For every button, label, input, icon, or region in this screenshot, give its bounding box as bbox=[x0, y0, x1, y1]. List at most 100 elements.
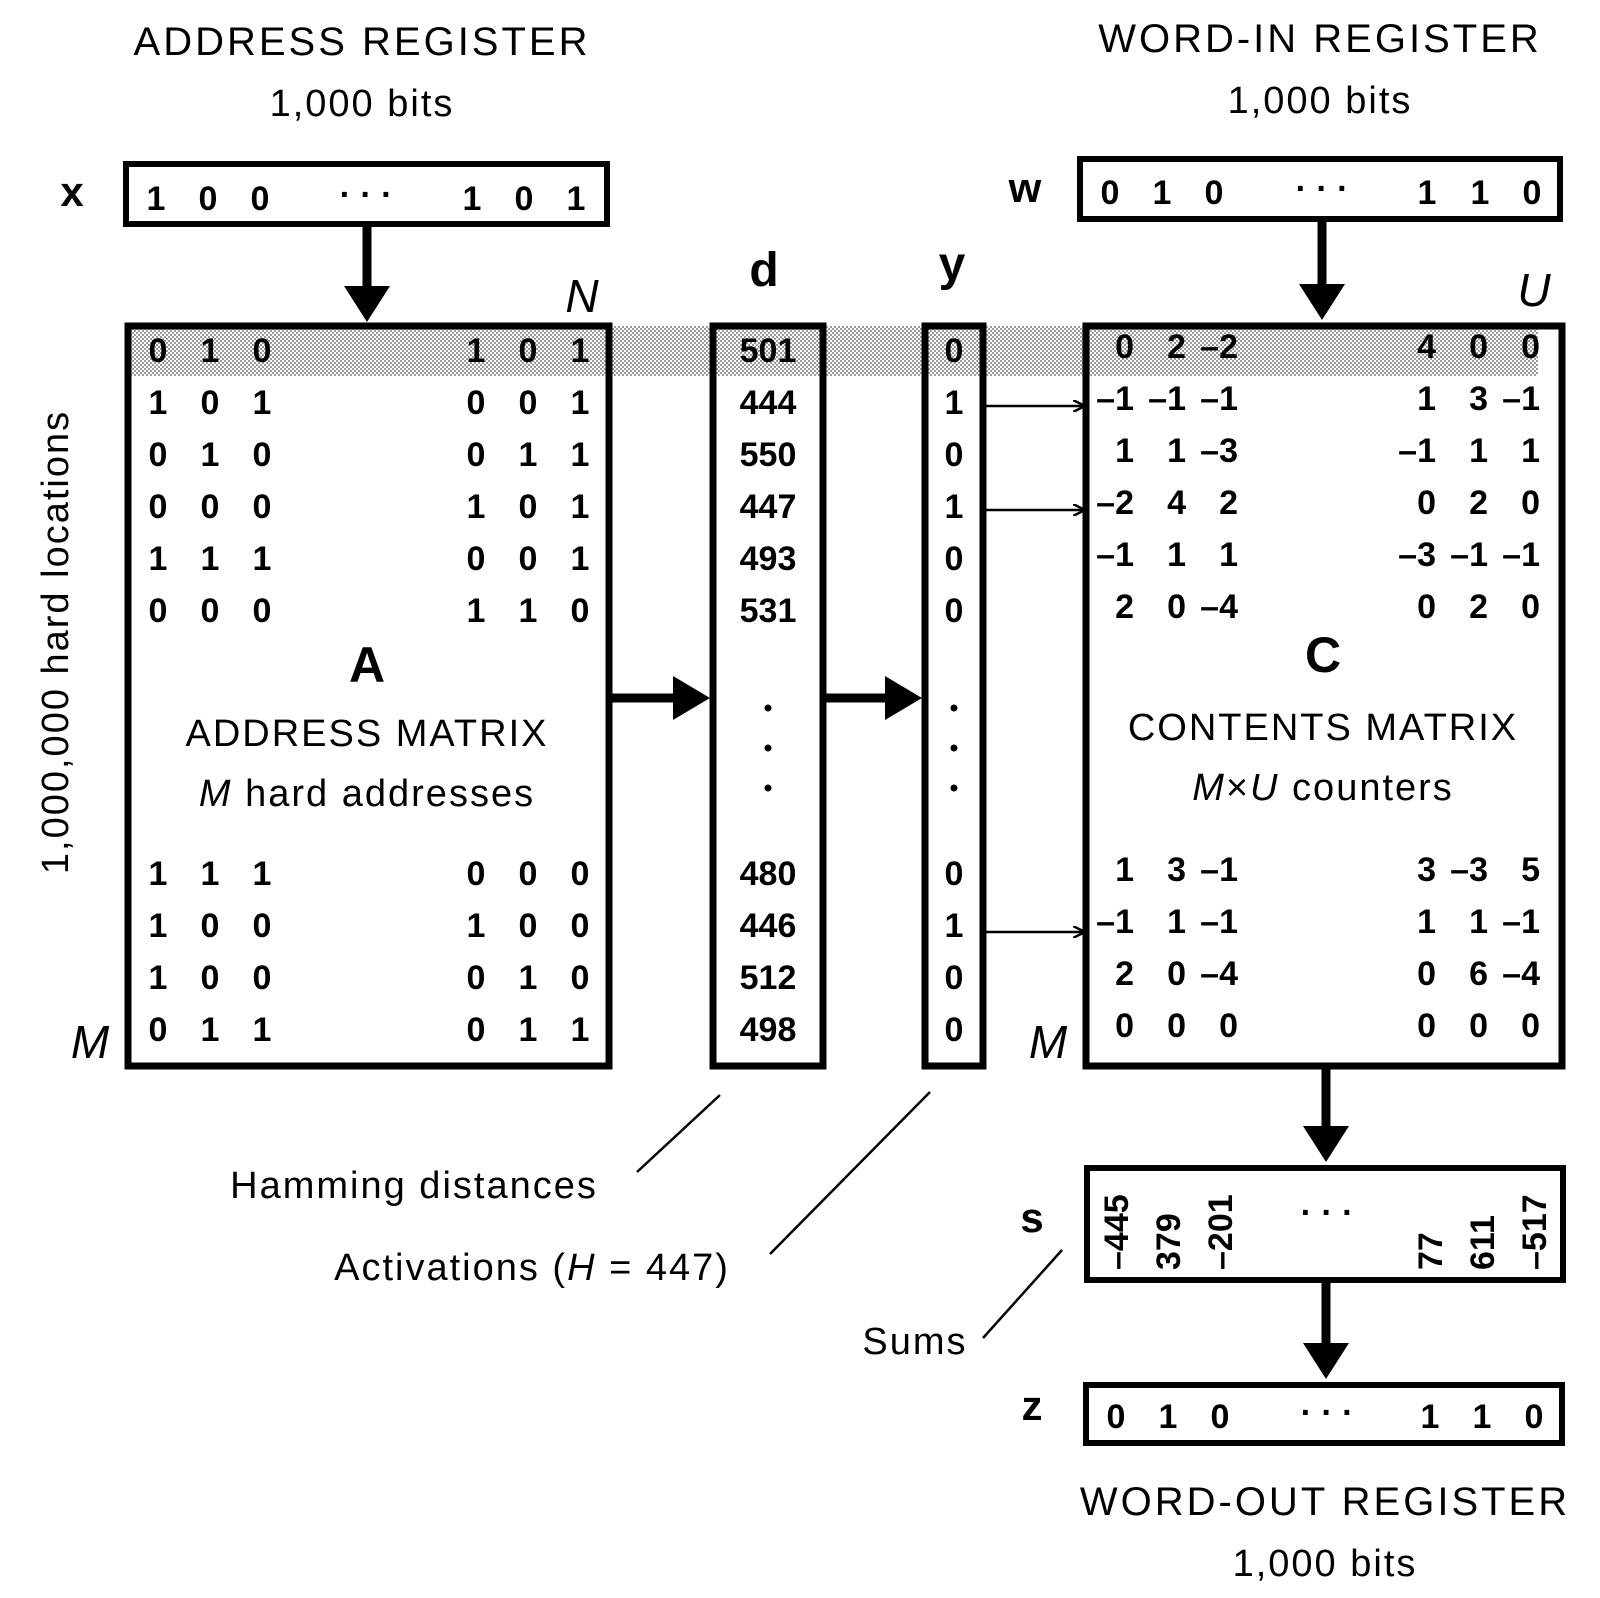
address-bit: 0 bbox=[571, 907, 590, 945]
address-bit: 1 bbox=[149, 855, 168, 893]
address-bit: 0 bbox=[201, 907, 220, 945]
distance-value: 480 bbox=[740, 855, 797, 893]
address-bit: 0 bbox=[253, 436, 272, 474]
address-bit: 1 bbox=[253, 384, 272, 422]
counter-value: 1 bbox=[1167, 536, 1186, 574]
address-bit: 1 bbox=[149, 959, 168, 997]
counter-value: –1 bbox=[1502, 536, 1540, 574]
counter-value: 1 bbox=[1521, 432, 1540, 470]
activation-value: 1 bbox=[945, 488, 964, 526]
address-bit: 0 bbox=[571, 592, 590, 630]
address-bit: 0 bbox=[467, 1011, 486, 1049]
counter-value: –3 bbox=[1450, 851, 1488, 889]
address-bit: 0 bbox=[149, 488, 168, 526]
contents-matrix-rows: 02–2400–1–1–113–111–3–111–242020–111–3–1… bbox=[1096, 328, 1540, 1045]
address-matrix-letter: A bbox=[349, 637, 385, 693]
address-bit: 0 bbox=[467, 436, 486, 474]
activations-leader-line bbox=[770, 1092, 930, 1254]
word-out-register-bits: 0 1 0 · · · 1 1 0 bbox=[1107, 1394, 1544, 1436]
address-bit: 1 bbox=[467, 592, 486, 630]
counter-value: 0 bbox=[1417, 588, 1436, 626]
sum-value: 77 bbox=[1412, 1232, 1450, 1270]
counter-value: –3 bbox=[1200, 432, 1238, 470]
distance-value: 512 bbox=[740, 959, 797, 997]
arrow-matrix-to-distances bbox=[611, 676, 710, 720]
address-matrix-corner-n: N bbox=[565, 270, 599, 322]
hamming-distances-caption: Hamming distances bbox=[230, 1165, 598, 1207]
counter-value: –4 bbox=[1200, 955, 1238, 993]
counter-value: 1 bbox=[1469, 903, 1488, 941]
counter-value: 1 bbox=[1417, 903, 1436, 941]
counter-value: 2 bbox=[1469, 484, 1488, 522]
address-bit: 0 bbox=[519, 384, 538, 422]
contents-matrix-name: CONTENTS MATRIX bbox=[1128, 707, 1518, 749]
bit: 1 bbox=[1159, 1398, 1178, 1436]
address-bit: 1 bbox=[519, 959, 538, 997]
address-bit: 0 bbox=[519, 907, 538, 945]
counter-value: 1 bbox=[1115, 432, 1134, 470]
address-bit: 0 bbox=[571, 855, 590, 893]
sum-value: 379 bbox=[1150, 1213, 1188, 1270]
distances-vertical-ellipsis bbox=[765, 705, 772, 792]
address-bit: 0 bbox=[467, 959, 486, 997]
address-bit: 0 bbox=[201, 959, 220, 997]
activation-value: 1 bbox=[945, 907, 964, 945]
counter-value: 6 bbox=[1469, 955, 1488, 993]
counter-value: 0 bbox=[1167, 955, 1186, 993]
sum-value: –201 bbox=[1202, 1194, 1240, 1270]
counter-value: 0 bbox=[1417, 1007, 1436, 1045]
address-bit: 1 bbox=[149, 907, 168, 945]
activation-value: 1 bbox=[945, 384, 964, 422]
counter-value: –1 bbox=[1200, 380, 1238, 418]
ellipsis: · · · bbox=[1296, 170, 1349, 208]
counter-value: –1 bbox=[1398, 432, 1436, 470]
contents-matrix-desc: M×U counters bbox=[1192, 767, 1454, 809]
address-bit: 0 bbox=[149, 1011, 168, 1049]
bit: 0 bbox=[1205, 174, 1224, 212]
address-register-size: 1,000 bits bbox=[270, 83, 455, 125]
address-bit: 0 bbox=[201, 384, 220, 422]
activations-values: 0101000100 bbox=[945, 332, 964, 1049]
address-bit: 1 bbox=[467, 332, 486, 370]
contents-matrix-box bbox=[1086, 326, 1562, 1066]
activations-caption: Activations (H = 447) bbox=[334, 1247, 730, 1289]
bit: 0 bbox=[1101, 174, 1120, 212]
address-bit: 0 bbox=[519, 488, 538, 526]
sums-caption: Sums bbox=[862, 1321, 967, 1363]
address-register-title: ADDRESS REGISTER bbox=[134, 20, 591, 64]
counter-value: 3 bbox=[1417, 851, 1436, 889]
address-matrix-corner-m: M bbox=[71, 1016, 110, 1068]
distance-value: 498 bbox=[740, 1011, 797, 1049]
counter-value: 0 bbox=[1521, 588, 1540, 626]
counter-value: 4 bbox=[1417, 328, 1436, 366]
counter-value: 0 bbox=[1521, 484, 1540, 522]
contents-matrix-corner-u: U bbox=[1517, 264, 1551, 316]
word-in-register-symbol: w bbox=[1008, 164, 1042, 211]
activations-caption-var: H bbox=[567, 1247, 596, 1289]
address-bit: 0 bbox=[253, 332, 272, 370]
address-bit: 0 bbox=[467, 855, 486, 893]
activations-symbol: y bbox=[939, 238, 966, 291]
distance-value: 531 bbox=[740, 592, 797, 630]
address-bit: 1 bbox=[571, 1011, 590, 1049]
counter-value: –1 bbox=[1502, 903, 1540, 941]
counter-value: 0 bbox=[1417, 484, 1436, 522]
address-bit: 1 bbox=[201, 855, 220, 893]
address-bit: 0 bbox=[149, 332, 168, 370]
counter-value: –1 bbox=[1502, 380, 1540, 418]
address-bit: 1 bbox=[519, 1011, 538, 1049]
counter-value: –4 bbox=[1200, 588, 1238, 626]
bit: 1 bbox=[1418, 174, 1437, 212]
activation-value: 0 bbox=[945, 592, 964, 630]
address-bit: 1 bbox=[253, 540, 272, 578]
counter-value: 0 bbox=[1469, 1007, 1488, 1045]
counter-value: 3 bbox=[1469, 380, 1488, 418]
contents-matrix-desc-m: M bbox=[1192, 767, 1226, 809]
counter-value: 0 bbox=[1115, 328, 1134, 366]
counter-value: 5 bbox=[1521, 851, 1540, 889]
sums-leader-line bbox=[983, 1250, 1062, 1338]
hard-locations-label: 1,000,000 hard locations bbox=[35, 410, 77, 874]
bit: 0 bbox=[1107, 1398, 1126, 1436]
contents-matrix-corner-m: M bbox=[1029, 1016, 1068, 1068]
